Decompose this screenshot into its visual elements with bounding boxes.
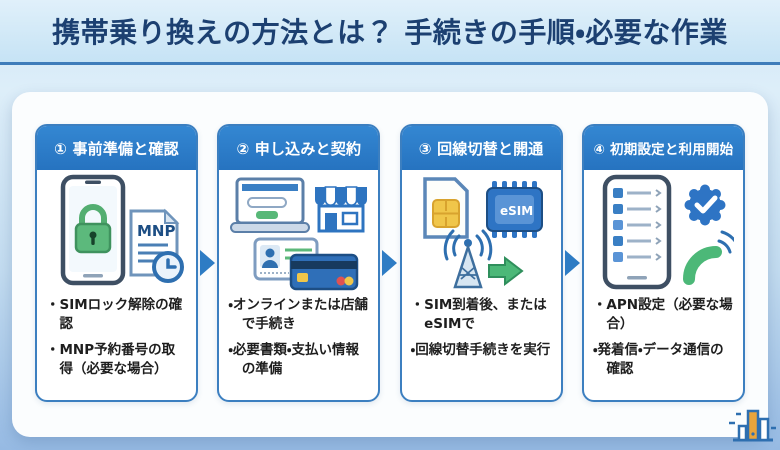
phone-lock-and-mnp-icon: MNP (60, 174, 184, 286)
step-1-icons: MNP (37, 170, 196, 294)
phone-call-icon (683, 230, 735, 285)
buildings-logo-icon (729, 409, 776, 442)
bullet-item: ・発着信・データ通信の確認 (592, 342, 724, 378)
step-4-bullets: ・APN設定（必要な場合） ・発着信・データ通信の確認 (584, 296, 743, 387)
step-card-1: ① 事前準備と確認 (35, 124, 198, 402)
clock-icon (151, 251, 184, 283)
radio-tower-icon (443, 229, 493, 289)
sim-card-icon (423, 177, 469, 239)
step-card-4: ④ 初期設定と利用開始 (581, 124, 745, 402)
step-2-icons (219, 170, 378, 294)
step-arrow-icon (382, 250, 398, 276)
title-banner: 携帯乗り換えの方法とは？ 手続きの手順・必要な作業 (0, 0, 780, 65)
bullet-item: ・オンラインまたは店舗で手続き (228, 297, 368, 333)
check-badge-icon (684, 184, 726, 226)
page-title: 携帯乗り換えの方法とは？ 手続きの手順・必要な作業 (52, 16, 728, 49)
laptop-icon (229, 177, 310, 233)
apply-contract-icon (229, 177, 367, 291)
step-arrow-icon (200, 250, 216, 276)
step-4-icons (584, 170, 743, 294)
bullet-item: ・SIMロック解除の確認 (46, 297, 183, 333)
setup-start-icon (603, 174, 735, 290)
storefront-icon (314, 186, 367, 233)
bullet-item: ・必要書類・支払い情報の準備 (228, 342, 359, 378)
step-arrow-icon (564, 250, 580, 276)
bullet-item: ・回線切替手続きを実行 (410, 342, 551, 359)
step-3-bullets: ・SIM到着後、またはeSIMで・回線切替手続きを実行 (402, 296, 561, 367)
credit-card-icon (289, 253, 359, 291)
esim-label: eSIM (500, 204, 533, 218)
step-3-icons: eSIM (402, 170, 561, 294)
line-switch-icon: eSIM (423, 177, 544, 289)
mnp-label: MNP (137, 222, 175, 240)
esim-chip-icon: eSIM (486, 181, 544, 238)
step-3-title: ③ 回線切替と開通 (401, 126, 561, 170)
steps-panel: ① 事前準備と確認 (12, 92, 768, 437)
step-1-title: ① 事前準備と確認 (37, 126, 196, 170)
phone-lock-icon (60, 174, 125, 286)
step-2-title: ② 申し込みと契約 (219, 126, 379, 170)
bullet-item: ・APN設定（必要な場合） (592, 297, 733, 333)
arrow-right-icon (488, 255, 524, 287)
step-card-3: ③ 回線切替と開通 (399, 124, 563, 402)
step-2-bullets: ・オンラインまたは店舗で手続き・必要書類・支払い情報の準備 (219, 296, 378, 387)
bullet-item: ・SIM到着後、またはeSIMで (410, 297, 547, 333)
step-4-title: ④ 初期設定と利用開始 (583, 126, 743, 170)
settings-phone-icon (603, 174, 672, 290)
steps-row: ① 事前準備と確認 (35, 124, 745, 402)
step-card-2: ② 申し込みと契約 (217, 124, 381, 402)
step-1-bullets: ・SIMロック解除の確認・MNP予約番号の取得（必要な場合） (37, 296, 196, 387)
bullet-item: ・MNP予約番号の取得（必要な場合） (46, 342, 176, 378)
